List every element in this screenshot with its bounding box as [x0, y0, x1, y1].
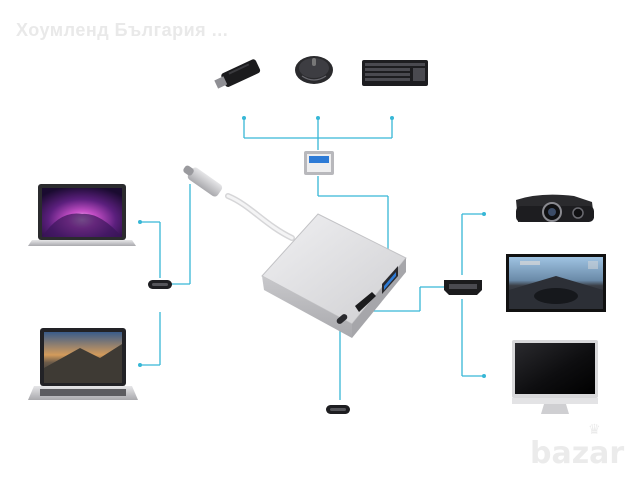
logo-text: bazar — [530, 436, 625, 471]
hub-usb-c-port — [336, 314, 348, 324]
mouse-icon — [295, 56, 333, 84]
bazar-logo: bazar ♛ — [530, 422, 625, 471]
projector-icon — [516, 194, 594, 222]
hub-hdmi-port — [355, 292, 376, 312]
tv-icon — [506, 254, 606, 312]
usb-drive-icon — [214, 59, 261, 89]
hub-usb-a-port — [382, 266, 398, 294]
laptop-icon — [28, 328, 138, 400]
hdmi-port-icon — [444, 280, 482, 295]
connector-dots — [138, 116, 486, 378]
usb-c-connector-icon — [326, 405, 350, 414]
type-c-cable-icon — [183, 165, 295, 241]
usb-c-hub — [261, 213, 407, 338]
keyboard-icon — [362, 60, 428, 86]
watermark-title: Хоумленд България ... — [16, 20, 229, 40]
laptop-icon — [28, 184, 136, 246]
connector-lines — [140, 118, 484, 400]
usb-a-port-icon — [304, 151, 334, 175]
crown-icon: ♛ — [588, 422, 601, 438]
monitor-icon — [512, 340, 598, 414]
usb-c-connector-icon — [148, 280, 172, 289]
